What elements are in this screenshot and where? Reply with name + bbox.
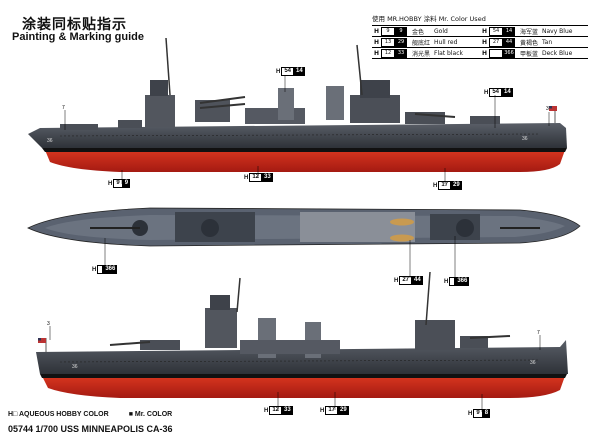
legend-cn: 消光黑 [412,50,431,58]
legend-h: H [481,27,488,35]
callout-number: 3 [546,106,549,112]
tan-plane-2 [390,234,414,242]
kit-title: 05744 1/700 USS MINNEAPOLIS CA-36 [8,424,173,434]
hull-red-2 [42,376,565,398]
legend-cn: 甲板蓝 [520,50,539,58]
mrcolor-legend: ■ Mr. COLOR [128,411,173,418]
legend-mr-code: 9 [395,26,407,36]
hull-number-stern-1: 36 [522,136,528,142]
title-chinese: 涂装同标贴指示 [22,17,127,33]
top-view [27,207,581,247]
legend-mr-code: 14 [503,26,515,36]
callout-number: 3 [47,321,50,327]
hull-number-stern-2: 36 [530,360,536,366]
legend-en: Tan [542,38,553,46]
legend-cn: 海军蓝 [520,28,539,36]
legend-code: 9 [381,26,395,36]
legend-h: H [481,38,488,46]
legend-h: H [481,49,488,57]
legend-en: Navy Blue [542,27,573,35]
legend-mr-code: 366 [503,48,515,58]
legend-h: H [373,49,380,57]
legend-h: H [373,38,380,46]
legend-heading: 使用 MR.HOBBY 涂料 Mr. Color Used [372,15,486,23]
leader-lines [49,75,550,412]
tan-plane-1 [390,218,414,226]
funnel-1a [278,88,294,120]
legend-code: 12 [381,48,395,58]
hull-red-1 [45,150,565,172]
side-profile-bottom: 36 36 [36,271,568,398]
legend-en: Deck Blue [542,49,573,57]
funnel-1b [326,86,344,120]
legend-h: H [373,27,380,35]
boot-top-2 [40,374,567,378]
callout-number: 7 [62,105,65,111]
legend-en: Gold [434,27,448,35]
callout-number: 7 [537,330,540,336]
legend-code: 54 [489,26,503,36]
boot-top-1 [42,148,567,152]
aqueous-legend: H□ AQUEOUS HOBBY COLOR [8,411,109,418]
legend-cn: 舰底红 [412,39,431,47]
title-english: Painting & Marking guide [12,31,145,43]
legend-en: Hull red [434,38,458,46]
legend-mr-code: 44 [503,37,515,47]
legend-cn: 金色 [412,28,425,36]
legend-cn: 黄褐色 [520,39,539,47]
legend-code: 13 [381,37,395,47]
footer-legend: H□ AQUEOUS HOBBY COLOR ■ Mr. COLOR [8,411,172,418]
legend-mr-code: 29 [395,37,407,47]
side-profile-top: 36 36 [28,37,567,172]
legend-code: 27 [489,37,503,47]
legend-en: Flat black [434,49,463,57]
legend-code [489,48,503,58]
hull-grey-1 [28,123,567,148]
hull-number-bow-2: 36 [72,364,78,370]
hull-number-bow-1: 36 [47,138,53,144]
legend-mr-code: 33 [395,48,407,58]
